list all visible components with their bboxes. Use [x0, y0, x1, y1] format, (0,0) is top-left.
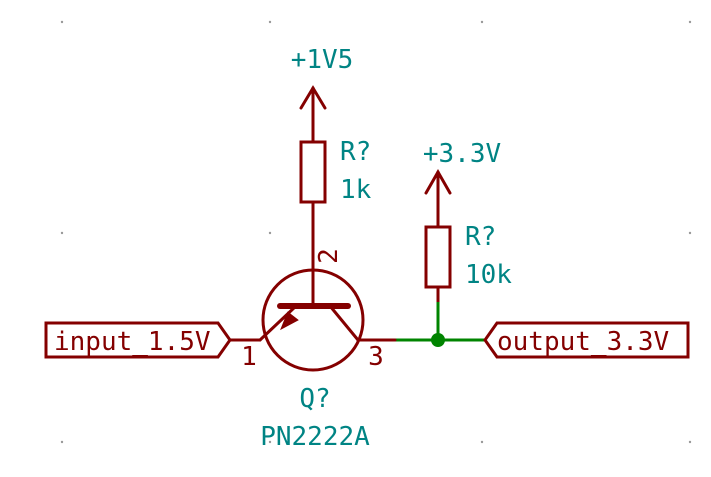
- pin-number-base: 1: [241, 342, 257, 372]
- grid-dots: [60, 20, 692, 444]
- resistor-r2-ref: R?: [465, 222, 496, 252]
- pin-number-emitter: 3: [368, 342, 384, 372]
- input-label-text: input_1.5V: [54, 327, 211, 357]
- junction-dot: [431, 333, 445, 347]
- emitter-arrow-icon: [280, 311, 299, 331]
- power-label-3v3: +3.3V: [423, 139, 501, 169]
- power-symbol-1v5[interactable]: [299, 85, 327, 144]
- transistor-value: PN2222A: [260, 422, 370, 452]
- resistor-r1-body[interactable]: [299, 140, 327, 204]
- transistor-q1[interactable]: [228, 268, 397, 372]
- pin-number-collector: 2: [314, 248, 344, 264]
- transistor-ref: Q?: [299, 384, 330, 414]
- power-label-1v5: +1V5: [291, 45, 354, 75]
- resistor-r2-body[interactable]: [424, 225, 452, 289]
- input-label-box[interactable]: [44, 321, 232, 359]
- output-label-text: output_3.3V: [497, 327, 669, 357]
- resistor-r1-ref: R?: [340, 137, 371, 167]
- resistor-r1-value: 1k: [340, 175, 372, 205]
- power-symbol-3v3[interactable]: [424, 168, 452, 229]
- resistor-r2-value: 10k: [465, 260, 512, 290]
- output-label-box[interactable]: [483, 321, 690, 359]
